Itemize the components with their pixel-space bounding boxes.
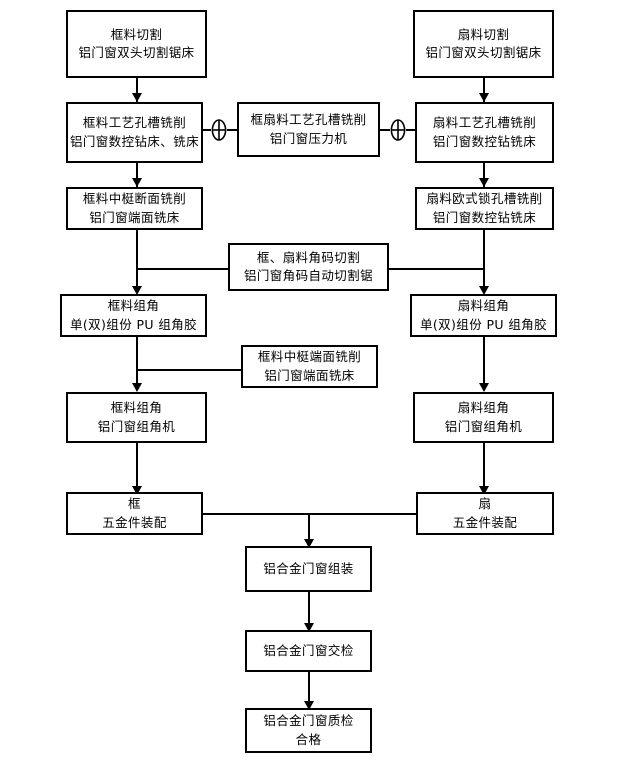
edge-corner-code-to-right-column xyxy=(389,268,483,270)
edge-frame-glue-to-corner-machine xyxy=(136,337,138,388)
node-frame-hole-mill[interactable]: 框料工艺孔槽铣削 铝门窗数控钻床、铣床 xyxy=(66,102,203,163)
node-qc-pass-line2: 合格 xyxy=(295,731,322,747)
edge-right-connector-to-sash-hole xyxy=(406,129,415,131)
edge-left-connector-to-press xyxy=(227,129,237,131)
arrowhead-qc-pass xyxy=(304,701,314,710)
arrowhead-sash-hole-mill xyxy=(479,93,489,102)
node-frame-cut-line1: 框料切割 xyxy=(110,26,163,42)
node-sash-lock-mill-line1: 扇料欧式锁孔槽铣削 xyxy=(426,191,543,207)
arrowhead-assembly xyxy=(304,539,314,548)
edge-frame-cut-to-frame-hole-mill xyxy=(136,78,138,102)
node-sash-hole-mill-line2: 铝门窗数控钻铣床 xyxy=(432,133,537,149)
node-sash-corner-glue-line2: 单(双)组份 PU 组角胶 xyxy=(419,316,548,332)
edge-sash-hardware-to-junction xyxy=(308,513,416,515)
arrowhead-sash-lock-mill xyxy=(479,178,489,187)
node-frame-corner-machine-line2: 铝门窗组角机 xyxy=(97,418,176,434)
node-frame-corner-glue[interactable]: 框料组角 单(双)组份 PU 组角胶 xyxy=(60,294,207,337)
arrowhead-sash-corner-glue xyxy=(479,286,489,295)
node-press-mill-line1: 框扇料工艺孔槽铣削 xyxy=(250,112,367,128)
arrowhead-frame-hole-mill xyxy=(132,93,142,102)
node-sash-corner-machine[interactable]: 扇料组角 铝门窗组角机 xyxy=(413,392,554,443)
edge-frame-hole-to-left-connector xyxy=(203,129,211,131)
edge-sash-hole-to-lock-mill xyxy=(483,163,485,187)
node-frame-mullion-end-mill[interactable]: 框料中梃端面铣削 铝门窗端面铣床 xyxy=(241,345,378,388)
node-press-mill-line2: 铝门窗压力机 xyxy=(269,130,348,146)
node-press-mill[interactable]: 框扇料工艺孔槽铣削 铝门窗压力机 xyxy=(237,102,380,157)
arrowhead-inspection xyxy=(304,623,314,632)
node-sash-cut-line2: 铝门窗双头切割锯床 xyxy=(425,45,542,60)
edge-frame-hardware-to-junction xyxy=(203,513,309,515)
node-frame-corner-glue-line1: 框料组角 xyxy=(107,298,160,314)
arrowhead-frame-corner-glue xyxy=(132,286,142,295)
edge-junction-to-assembly xyxy=(308,513,310,546)
node-sash-hardware-line2: 五金件装配 xyxy=(452,514,518,530)
edge-sash-cut-to-sash-hole-mill xyxy=(483,78,485,102)
node-frame-hole-mill-line1: 框料工艺孔槽铣削 xyxy=(82,115,187,131)
node-sash-corner-glue[interactable]: 扇料组角 单(双)组份 PU 组角胶 xyxy=(410,294,557,337)
node-frame-mullion-end-mill-line2: 铝门窗端面铣床 xyxy=(264,367,355,383)
node-frame-hole-mill-line2: 铝门窗数控钻床、铣床 xyxy=(69,133,199,149)
node-frame-mullion-face-mill-line2: 铝门窗端面铣床 xyxy=(89,209,180,225)
node-qc-pass-line1: 铝合金门窗质检 xyxy=(263,713,354,729)
arrowhead-sash-hardware xyxy=(479,486,489,495)
node-assembly[interactable]: 铝合金门窗组装 xyxy=(245,546,372,592)
node-frame-cut-line2: 铝门窗双头切割锯床 xyxy=(78,45,195,60)
node-frame-corner-machine[interactable]: 框料组角 铝门窗组角机 xyxy=(66,392,207,443)
node-frame-corner-machine-line1: 框料组角 xyxy=(110,400,163,416)
edge-frame-mullion-to-corner-glue xyxy=(136,230,138,290)
crossed-circle-icon-right xyxy=(390,119,406,141)
edge-press-to-right-connector xyxy=(380,129,390,131)
node-corner-code-cut[interactable]: 框、扇料角码切割 铝门窗角码自动切割锯 xyxy=(228,243,389,291)
node-sash-corner-machine-line2: 铝门窗组角机 xyxy=(444,418,523,434)
edge-frame-machine-to-hardware xyxy=(136,443,138,492)
arrowhead-frame-mullion-face-mill xyxy=(132,178,142,187)
node-qc-pass[interactable]: 铝合金门窗质检 合格 xyxy=(245,708,372,753)
arrowhead-frame-corner-machine xyxy=(132,383,142,392)
crossed-circle-icon-left xyxy=(211,119,227,141)
node-sash-hardware[interactable]: 扇 五金件装配 xyxy=(416,492,554,535)
node-frame-hardware-line1: 框 xyxy=(128,496,141,512)
node-inspection-line1: 铝合金门窗交检 xyxy=(263,642,354,658)
edge-sash-lock-to-corner-glue xyxy=(483,230,485,290)
node-sash-lock-mill-line2: 铝门窗数控钻铣床 xyxy=(432,209,537,225)
arrowhead-frame-hardware xyxy=(132,486,142,495)
node-frame-hardware-line2: 五金件装配 xyxy=(102,514,167,530)
edge-frame-hole-to-mullion-face xyxy=(136,163,138,187)
node-sash-cut-line1: 扇料切割 xyxy=(457,26,510,42)
arrowhead-sash-corner-machine xyxy=(479,383,489,392)
node-sash-hardware-line1: 扇 xyxy=(478,496,492,512)
edge-assembly-to-inspection xyxy=(308,592,310,630)
node-sash-hole-mill-line1: 扇料工艺孔槽铣削 xyxy=(432,115,537,131)
node-frame-hardware[interactable]: 框 五金件装配 xyxy=(66,492,203,535)
node-sash-lock-mill[interactable]: 扇料欧式锁孔槽铣削 铝门窗数控钻铣床 xyxy=(415,187,554,230)
node-inspection[interactable]: 铝合金门窗交检 xyxy=(245,630,372,672)
node-frame-mullion-face-mill[interactable]: 框料中梃断面铣削 铝门窗端面铣床 xyxy=(66,187,203,230)
node-corner-code-cut-line2: 铝门窗角码自动切割锯 xyxy=(243,268,373,283)
edge-corner-code-to-left-column xyxy=(136,268,228,270)
edge-sash-machine-to-hardware xyxy=(483,443,485,492)
node-sash-cut[interactable]: 扇料切割 铝门窗双头切割锯床 xyxy=(413,10,554,78)
edge-mullion-end-mill-to-left-column xyxy=(136,369,241,371)
node-frame-mullion-face-mill-line1: 框料中梃断面铣削 xyxy=(82,191,187,207)
node-frame-mullion-end-mill-line1: 框料中梃端面铣削 xyxy=(257,349,362,365)
node-frame-corner-glue-line2: 单(双)组份 PU 组角胶 xyxy=(69,316,198,332)
node-frame-cut[interactable]: 框料切割 铝门窗双头切割锯床 xyxy=(66,10,207,78)
edge-inspection-to-qc xyxy=(308,672,310,708)
node-corner-code-cut-line1: 框、扇料角码切割 xyxy=(256,249,361,265)
edge-sash-glue-to-corner-machine xyxy=(483,337,485,388)
node-sash-corner-machine-line1: 扇料组角 xyxy=(457,400,510,416)
node-sash-corner-glue-line1: 扇料组角 xyxy=(457,298,510,314)
node-assembly-line1: 铝合金门窗组装 xyxy=(263,560,354,576)
node-sash-hole-mill[interactable]: 扇料工艺孔槽铣削 铝门窗数控钻铣床 xyxy=(415,102,554,163)
